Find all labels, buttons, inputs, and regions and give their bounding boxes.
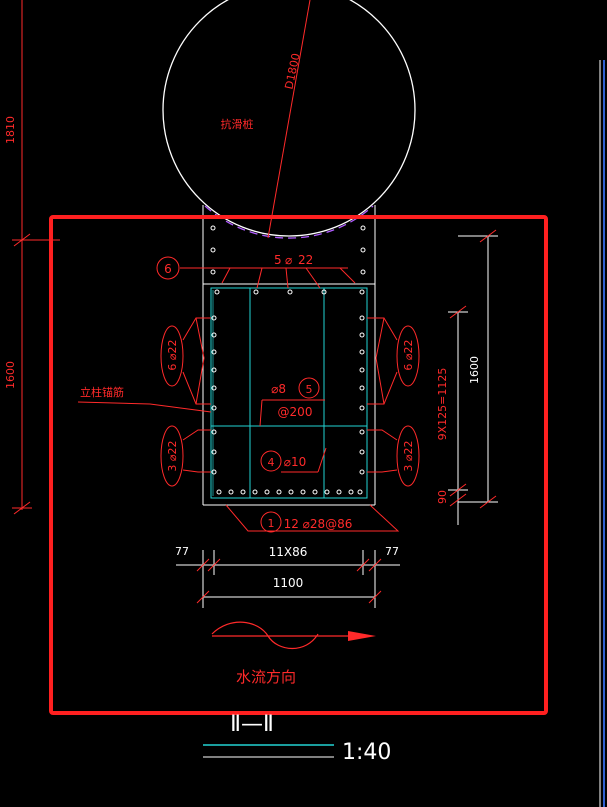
dim-spacing: 9X125=1125 (436, 368, 449, 441)
callout-1: 1 (268, 517, 275, 530)
rebar-2-right: 3 ⌀22 (402, 440, 415, 471)
dim-77-right: 77 (385, 545, 399, 558)
pile-hidden-arc (204, 205, 374, 239)
rebar-3-right: 6 ⌀22 (402, 339, 415, 370)
rebar-cage (210, 287, 368, 499)
rebar-top-symbol: ⌀ (285, 253, 292, 267)
callout-4: 4 (268, 456, 275, 469)
dim-right-small: 90 (436, 490, 449, 504)
anchor-label: 立柱锚筋 (80, 385, 124, 399)
highlight-box (49, 215, 548, 715)
rebar-3-left: 6 ⌀22 (166, 339, 179, 370)
pile-label: 抗滑桩 (221, 117, 254, 131)
right-side-callouts: 6 ⌀22 3 ⌀22 (367, 317, 420, 487)
callout-6: 6 (164, 262, 172, 276)
pile-circle (162, 0, 416, 237)
top-rebar-callout: 6 5 ⌀ 22 (156, 253, 356, 289)
scale-label: 1:40 (342, 740, 391, 765)
dim-77-left: 77 (175, 545, 189, 558)
dim-left-top: 1810 (4, 116, 17, 144)
flow-label: 水流方向 (236, 668, 296, 686)
section-title: Ⅱ—Ⅱ 1:40 (203, 712, 391, 765)
stirrup-spacing: @200 (278, 405, 313, 419)
flow-direction: 水流方向 (211, 621, 376, 686)
left-side-callouts: 6 ⌀22 3 ⌀22 立柱锚筋 (77, 317, 212, 487)
rebar-top-qty: 5 (274, 253, 282, 267)
callout-1-group: 1 12 ⌀28@86 (225, 504, 400, 533)
dim-left-bottom: 1600 (4, 361, 17, 389)
dim-11x86: 11X86 (269, 545, 308, 559)
right-dimensions: 1600 9X125=1125 90 (436, 229, 498, 525)
pile: D1800 抗滑桩 (162, 0, 416, 239)
rebar-dots (210, 225, 366, 495)
callout-4-group: 4 ⌀10 (260, 447, 327, 473)
section-label: Ⅱ—Ⅱ (230, 712, 274, 737)
rebar-1: 12 ⌀28@86 (284, 517, 353, 531)
dim-1100: 1100 (273, 576, 304, 590)
rebar-4: ⌀10 (284, 455, 307, 469)
left-dimension: 1810 1600 (4, 0, 60, 515)
rebar-top-dia: 22 (298, 253, 313, 267)
rebar-2-left: 3 ⌀22 (166, 440, 179, 471)
pile-diameter-line (267, 0, 311, 239)
dim-right-total: 1600 (468, 356, 481, 384)
stirrup-callout: ⌀8 5 @200 (259, 377, 325, 427)
flow-arrow-icon (348, 631, 376, 641)
callout-5: 5 (306, 383, 313, 396)
pile-diameter-label: D1800 (282, 52, 302, 90)
bottom-dimensions: 77 11X86 77 1100 (175, 545, 400, 608)
stirrup-label: ⌀8 (271, 382, 286, 396)
